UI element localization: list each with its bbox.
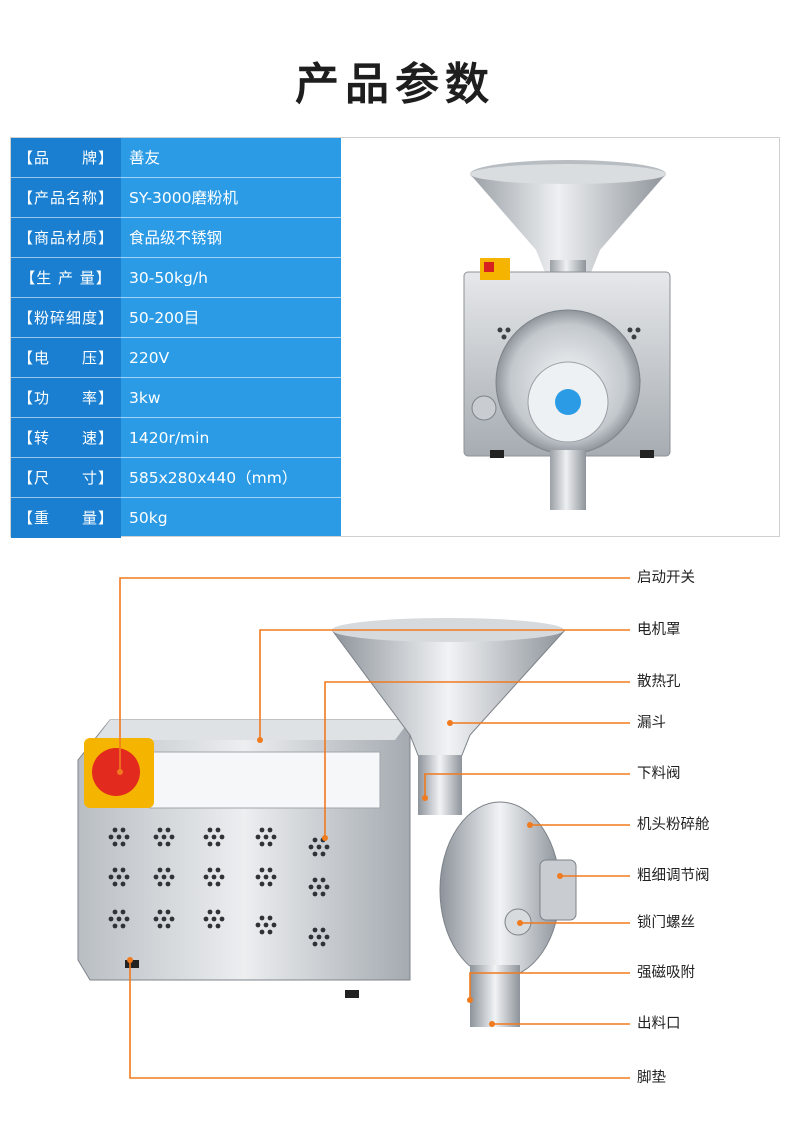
spec-label: 【尺 寸】 [11,458,121,498]
outlet-icon [550,450,586,510]
callout-foot-pad: 脚垫 [637,1070,666,1086]
spec-label: 【生 产 量】 [11,258,121,298]
brand-logo-icon [555,389,581,415]
spec-row-power: 【功 率】 3kw [11,378,341,418]
product-front-image [463,160,671,510]
switch-knob-icon [92,748,140,796]
outlet-icon [470,965,520,1027]
row-divider [11,217,341,218]
foot-pad-icon [345,990,359,998]
parts-diagram [77,577,630,1079]
row-divider [11,297,341,298]
callout-hopper: 漏斗 [637,715,666,731]
spec-value: SY-3000磨粉机 [129,189,239,207]
spec-row-product-name: 【产品名称】 SY-3000磨粉机 [11,178,341,218]
spec-value: 50kg [129,509,168,527]
spec-row-weight: 【重 量】 50kg [11,498,341,538]
callout-feed-valve: 下料阀 [637,766,681,782]
callout-dots [117,720,563,1027]
page-title: 产品参数 [295,59,495,110]
spec-row-dimensions: 【尺 寸】 585x280x440（mm） [11,458,341,498]
switch-knob-icon [484,262,494,272]
callout-power-switch: 启动开关 [637,570,695,586]
vent-holes-icon [108,827,330,947]
spec-label: 【商品材质】 [11,218,121,258]
spec-label: 【重 量】 [11,498,121,538]
callout-vent-holes: 散热孔 [637,674,681,690]
spec-value: 585x280x440（mm） [129,469,298,487]
knob-icon [471,395,497,421]
callout-outlet: 出料口 [637,1016,681,1032]
spec-row-output: 【生 产 量】 30-50kg/h [11,258,341,298]
callout-lines [119,577,630,1079]
row-divider [11,497,341,498]
spec-row-fineness: 【粉碎细度】 50-200目 [11,298,341,338]
spec-value: 1420r/min [129,429,210,447]
fineness-valve-icon [539,859,577,921]
callout-grinding-chamber: 机头粉碎舱 [637,817,710,833]
callout-fineness-valve: 粗细调节阀 [637,868,710,884]
spec-row-material: 【商品材质】 食品级不锈钢 [11,218,341,258]
spec-row-speed: 【转 速】 1420r/min [11,418,341,458]
spec-label: 【品 牌】 [11,138,121,178]
foot-pad-icon [125,960,139,968]
spec-value: 220V [129,349,170,367]
spec-value: 30-50kg/h [129,269,208,287]
row-divider [11,457,341,458]
foot-pad-icon [490,450,504,458]
spec-value: 50-200目 [129,309,200,327]
nameplate [149,751,381,809]
row-divider [11,417,341,418]
row-divider [11,377,341,378]
spec-value: 善友 [129,149,161,167]
body-top-panel [95,720,410,740]
row-divider [11,257,341,258]
spec-value: 3kw [129,389,161,407]
spec-label: 【电 压】 [11,338,121,378]
hopper-top [470,164,666,184]
row-divider [11,177,341,178]
spec-label: 【产品名称】 [11,178,121,218]
spec-label: 【转 速】 [11,418,121,458]
callout-magnet: 强磁吸附 [637,965,695,981]
foot-pad-icon [640,450,654,458]
spec-label: 【粉碎细度】 [11,298,121,338]
hopper-icon [470,174,666,280]
spec-row-brand: 【品 牌】 善友 [11,138,341,178]
callout-motor-cover: 电机罩 [637,622,681,638]
row-divider [11,337,341,338]
callout-door-screw: 锁门螺丝 [637,915,695,931]
spec-table: 【品 牌】 善友 【产品名称】 SY-3000磨粉机 【商品材质】 食品级不锈钢… [11,138,341,538]
spec-value: 食品级不锈钢 [129,229,223,247]
spec-row-voltage: 【电 压】 220V [11,338,341,378]
spec-label: 【功 率】 [11,378,121,418]
